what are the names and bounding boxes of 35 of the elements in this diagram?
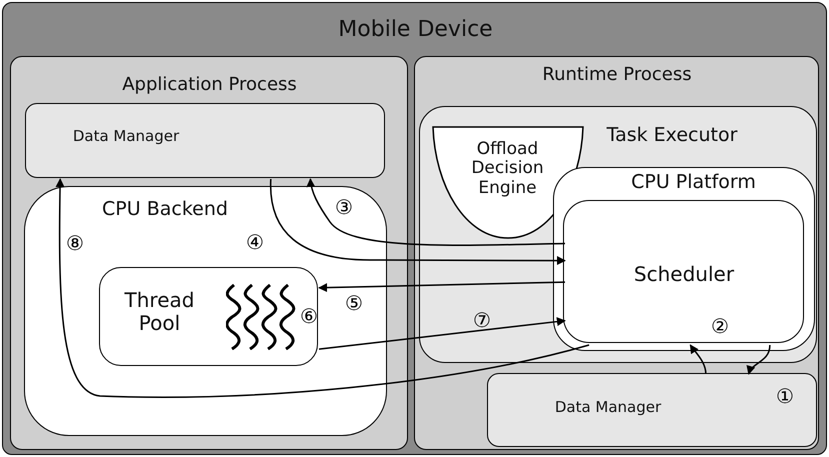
node-label: Thread Pool <box>124 288 196 334</box>
node-label: Application Process <box>121 74 298 96</box>
step-number: ⑤ <box>345 293 363 313</box>
node-label: Scheduler <box>632 263 736 286</box>
node-label: Offload Decision Engine <box>470 140 545 198</box>
arrow <box>690 344 707 374</box>
module-box <box>552 166 814 350</box>
node-label: Data Manager <box>72 128 180 146</box>
step-number: ⑦ <box>473 310 491 330</box>
module-box <box>563 200 804 343</box>
module-box <box>419 106 817 363</box>
step-number: ④ <box>246 232 264 252</box>
arrow <box>748 344 771 375</box>
module-box <box>25 103 385 178</box>
module-box <box>24 186 387 436</box>
arrow <box>56 178 590 398</box>
arrow <box>270 179 566 266</box>
step-number: ② <box>711 316 729 336</box>
arrow <box>306 178 566 246</box>
node-label: Data Manager <box>554 399 662 416</box>
module-box <box>98 266 318 366</box>
step-number: ⑥ <box>300 306 318 326</box>
process-panel <box>10 56 408 450</box>
process-panel <box>414 56 818 450</box>
step-number: ⑧ <box>66 233 84 253</box>
node-label: Runtime Process <box>541 64 693 86</box>
module-box <box>487 373 817 447</box>
step-number: ③ <box>335 197 353 217</box>
node-label: Task Executor <box>606 125 738 147</box>
node-label: Mobile Device <box>337 17 494 42</box>
node-label: CPU Platform <box>630 172 757 194</box>
step-number: ① <box>776 386 794 406</box>
arrow <box>318 281 566 292</box>
node-label: CPU Backend <box>101 199 229 221</box>
arrow <box>318 317 566 350</box>
